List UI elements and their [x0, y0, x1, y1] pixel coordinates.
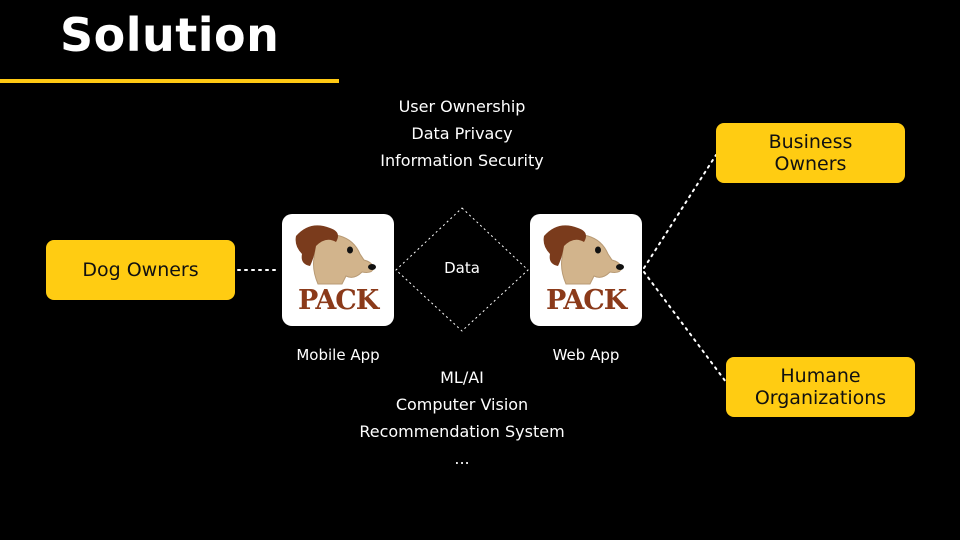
humane-organizations-label-line1: Humane — [780, 365, 861, 387]
humane-organizations-box: Humane Organizations — [726, 357, 915, 417]
connector-web-business — [643, 154, 717, 269]
list-item: Computer Vision — [395, 395, 529, 414]
humane-organizations-label-line2: Organizations — [754, 387, 887, 409]
business-owners-label-line2: Owners — [774, 153, 847, 175]
mobile-app-logo: PACK — [282, 214, 394, 326]
list-item: Data Privacy — [411, 124, 513, 143]
ml-ai-list: ML/AI Computer Vision Recommendation Sys… — [332, 364, 592, 472]
dog-owners-box: Dog Owners — [46, 240, 235, 300]
dog-owners-label: Dog Owners — [82, 259, 199, 281]
list-item: Information Security — [380, 151, 544, 170]
business-owners-label-line1: Business — [768, 131, 853, 153]
web-app-caption: Web App — [552, 346, 620, 364]
pack-wordmark-web: PACK — [546, 285, 629, 316]
business-owners-box: Business Owners — [716, 123, 905, 183]
list-item: ML/AI — [440, 368, 484, 387]
dog-icon — [543, 225, 624, 285]
data-label: Data — [444, 259, 480, 277]
mobile-app-caption: Mobile App — [296, 346, 380, 364]
title-underline — [0, 79, 339, 83]
dog-icon — [295, 225, 376, 285]
page-title: Solution — [60, 8, 280, 62]
list-item: User Ownership — [398, 97, 526, 116]
list-item: Recommendation System — [359, 422, 565, 441]
list-item: ... — [454, 449, 470, 468]
data-diamond — [395, 207, 529, 332]
connector-web-humane — [643, 271, 727, 383]
pack-wordmark-mobile: PACK — [298, 285, 381, 316]
web-app-logo: PACK — [530, 214, 642, 326]
privacy-security-list: User Ownership Data Privacy Information … — [332, 93, 592, 174]
